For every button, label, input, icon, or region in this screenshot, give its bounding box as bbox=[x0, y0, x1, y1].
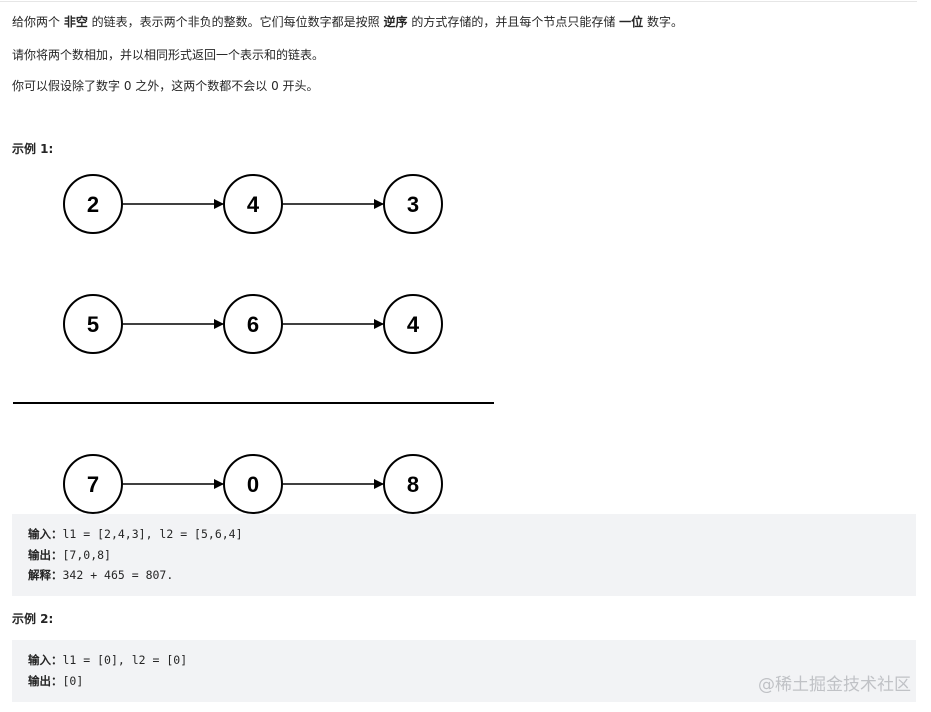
node-circle-l1-2 bbox=[383, 174, 443, 234]
node-circle-result-0 bbox=[63, 454, 123, 514]
node-circle-l1-1 bbox=[223, 174, 283, 234]
example-1-code-block: 输入：l1 = [2,4,3], l2 = [5,6,4] 输出：[7,0,8]… bbox=[12, 514, 916, 596]
p1-bold-nonempty: 非空 bbox=[63, 15, 88, 29]
node-circle-result-1 bbox=[223, 454, 283, 514]
example-1-heading: 示例 1: bbox=[12, 142, 54, 156]
node-value-result-1: 0 bbox=[247, 472, 259, 497]
code-line-input: 输入：l1 = [0], l2 = [0] bbox=[28, 650, 900, 671]
code-line-output: 输出：[7,0,8] bbox=[28, 545, 900, 566]
code-line-explanation: 解释：342 + 465 = 807. bbox=[28, 565, 900, 586]
node-value-l2-0: 5 bbox=[87, 312, 99, 337]
code-label: 输出： bbox=[28, 547, 63, 562]
code-line-input: 输入：l1 = [2,4,3], l2 = [5,6,4] bbox=[28, 524, 900, 545]
code-label: 解释： bbox=[28, 568, 63, 582]
p1-text-b: 的链表，表示两个非负的整数。它们每位数字都是按照 bbox=[87, 15, 384, 29]
code-line-output: 输出：[0] bbox=[28, 671, 900, 692]
watermark: @稀土掘金技术社区 bbox=[758, 675, 911, 695]
problem-paragraph-3: 你可以假设除了数字 0 之外，这两个数都不会以 0 开头。 bbox=[12, 79, 319, 93]
node-value-l2-2: 4 bbox=[407, 312, 420, 337]
p1-bold-reverse: 逆序 bbox=[383, 15, 408, 29]
node-circle-l1-0 bbox=[63, 174, 123, 234]
node-value-result-0: 7 bbox=[87, 472, 99, 497]
problem-paragraph-2: 请你将两个数相加，并以相同形式返回一个表示和的链表。 bbox=[12, 48, 325, 62]
code-text: 342 + 465 = 807. bbox=[62, 568, 174, 582]
p1-text-c: 的方式存储的，并且每个节点只能存储 bbox=[407, 15, 620, 29]
p1-text-d: 数字。 bbox=[643, 15, 683, 29]
code-text: [7,0,8] bbox=[62, 547, 111, 562]
p1-text-a: 给你两个 bbox=[12, 15, 64, 29]
code-text: [0] bbox=[62, 673, 84, 688]
code-text: l1 = [0], l2 = [0] bbox=[62, 653, 188, 667]
node-value-l1-0: 2 bbox=[87, 192, 99, 217]
code-label: 输出： bbox=[28, 673, 63, 688]
top-divider bbox=[0, 1, 917, 2]
node-circle-l2-0 bbox=[63, 294, 123, 354]
code-text: l1 = [2,4,3], l2 = [5,6,4] bbox=[62, 527, 243, 541]
linked-list-diagram: 2 4 3 5 6 4 7 0 8 bbox=[13, 174, 494, 514]
example-2-code-block: 输入：l1 = [0], l2 = [0] 输出：[0] bbox=[12, 640, 916, 702]
node-circle-result-2 bbox=[383, 454, 443, 514]
problem-paragraph-1: 给你两个 非空 的链表，表示两个非负的整数。它们每位数字都是按照 逆序 的方式存… bbox=[12, 13, 683, 31]
code-label: 输入： bbox=[28, 653, 63, 667]
node-value-l1-2: 3 bbox=[407, 192, 419, 217]
p1-bold-one-digit: 一位 bbox=[619, 15, 644, 29]
code-label: 输入： bbox=[28, 527, 63, 541]
node-circle-l2-2 bbox=[383, 294, 443, 354]
node-value-result-2: 8 bbox=[407, 472, 419, 497]
node-value-l1-1: 4 bbox=[247, 192, 260, 217]
node-circle-l2-1 bbox=[223, 294, 283, 354]
node-value-l2-1: 6 bbox=[247, 312, 259, 337]
example-2-heading: 示例 2: bbox=[12, 612, 54, 626]
